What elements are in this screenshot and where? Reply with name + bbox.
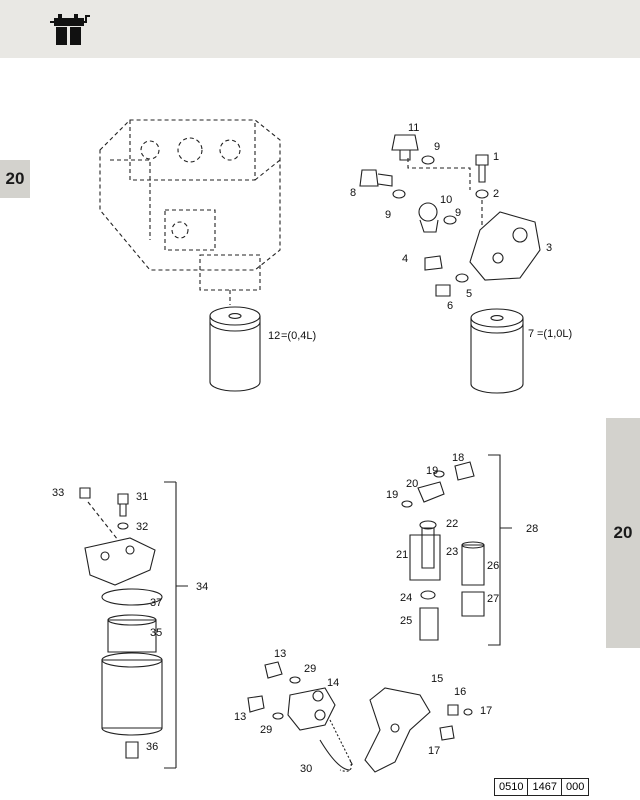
callout-18: 18 (452, 452, 464, 464)
callout-9b: 9 (385, 209, 391, 221)
callout-1: 1 (493, 151, 499, 163)
callout-35: 35 (150, 627, 162, 639)
filter-cartridge-12 (209, 306, 261, 392)
callout-12: 12 (268, 330, 280, 342)
callout-7-volume: =(1,0L) (537, 328, 572, 340)
reference-part-3: 000 (560, 779, 588, 795)
callout-37: 37 (150, 597, 162, 609)
callout-3: 3 (546, 242, 552, 254)
callout-6: 6 (447, 300, 453, 312)
callout-25: 25 (400, 615, 412, 627)
callout-32: 32 (136, 521, 148, 533)
callout-19a: 19 (426, 465, 438, 477)
callout-20: 20 (406, 478, 418, 490)
callout-8: 8 (350, 187, 356, 199)
filter-assembly-34-drawing (79, 481, 188, 769)
callout-28: 28 (526, 523, 538, 535)
callout-31: 31 (136, 491, 148, 503)
callout-16: 16 (454, 686, 466, 698)
callout-11: 11 (408, 122, 419, 134)
callout-23: 23 (446, 546, 458, 558)
callout-13b: 13 (234, 711, 246, 723)
callout-13a: 13 (274, 648, 286, 660)
section-tab-left: 20 (0, 160, 30, 198)
reference-part-2: 1467 (527, 779, 560, 795)
callout-21: 21 (396, 549, 408, 561)
reference-part-1: 0510 (499, 781, 524, 793)
callout-9c: 9 (455, 207, 461, 219)
callout-26: 26 (487, 560, 499, 572)
callout-24: 24 (400, 592, 412, 604)
header-band (0, 0, 640, 58)
reference-number-box: 0510 1467 000 (494, 778, 590, 796)
callout-17a: 17 (480, 705, 492, 717)
callout-22: 22 (446, 518, 458, 530)
callout-33: 33 (52, 487, 64, 499)
callout-36: 36 (146, 741, 158, 753)
callout-15: 15 (431, 673, 443, 685)
callout-19b: 19 (386, 489, 398, 501)
callout-9a: 9 (434, 141, 440, 153)
callout-12-volume: =(0,4L) (281, 330, 316, 342)
callout-7: 7 (528, 328, 534, 340)
section-tab-right-label: 20 (606, 516, 640, 550)
callout-34: 34 (196, 581, 208, 593)
filter-bracket-assembly-drawing (247, 661, 473, 773)
callout-2: 2 (493, 188, 499, 200)
callout-29a: 29 (304, 663, 316, 675)
callout-30: 30 (300, 763, 312, 775)
filter-head-assembly (359, 134, 541, 297)
callout-27: 27 (487, 593, 499, 605)
callout-29b: 29 (260, 724, 272, 736)
filter-cartridge-7 (470, 308, 524, 394)
callout-10: 10 (440, 194, 452, 206)
callout-5: 5 (466, 288, 472, 300)
engine-block-drawing (99, 119, 281, 305)
filter-group-28-drawing (401, 454, 512, 646)
callout-4: 4 (402, 253, 408, 265)
callout-17b: 17 (428, 745, 440, 757)
section-number-right: 20 (613, 523, 633, 542)
fuel-filter-logo-icon (46, 12, 92, 48)
section-number-left: 20 (5, 169, 25, 188)
callout-14: 14 (327, 677, 339, 689)
